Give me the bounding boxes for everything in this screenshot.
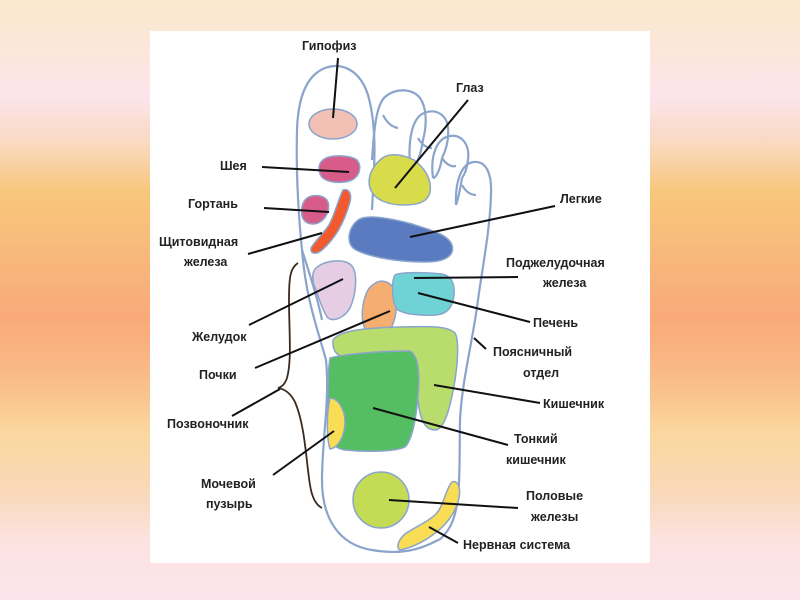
label-bladder-line1: Мочевой bbox=[201, 477, 256, 491]
label-small-intestine-line1: Тонкий bbox=[514, 432, 558, 446]
arch-outline bbox=[300, 249, 324, 321]
label-lungs: Легкие bbox=[560, 192, 602, 206]
fourth-toe-crease bbox=[441, 157, 457, 168]
leader-thyroid bbox=[247, 232, 323, 255]
leader-neck bbox=[261, 166, 350, 173]
label-lumbar-line2: отдел bbox=[523, 366, 559, 380]
zone-eye bbox=[368, 154, 432, 206]
second-toe-crease bbox=[382, 114, 399, 130]
third-toe-crease bbox=[417, 137, 433, 150]
big-toe-outline bbox=[295, 65, 439, 554]
label-stomach: Желудок bbox=[191, 330, 247, 344]
zone-kidneys bbox=[361, 280, 398, 336]
label-nervous-system: Нервная система bbox=[463, 538, 571, 552]
leader-small-intestine bbox=[372, 407, 509, 446]
spine-brace bbox=[277, 262, 323, 509]
zone-nervous-system bbox=[397, 480, 461, 551]
label-lumbar-line1: Поясничный bbox=[493, 345, 572, 359]
label-pituitary: Гипофиз bbox=[302, 39, 356, 53]
leader-stomach bbox=[248, 278, 344, 326]
little-toe-crease bbox=[461, 184, 477, 197]
label-thyroid-line1: Щитовидная bbox=[159, 235, 238, 249]
label-neck: Шея bbox=[220, 159, 247, 173]
label-sex-glands-line2: железы bbox=[530, 510, 578, 524]
label-bladder-line2: пузырь bbox=[206, 497, 253, 511]
leader-sex-glands bbox=[388, 499, 519, 509]
leader-spine bbox=[231, 388, 281, 417]
leader-bladder bbox=[272, 430, 335, 476]
label-kidneys: Почки bbox=[199, 368, 237, 382]
label-thyroid-line2: железа bbox=[183, 255, 228, 269]
zone-lungs bbox=[348, 216, 454, 263]
third-toe-outline bbox=[408, 110, 450, 166]
leader-larynx bbox=[263, 207, 330, 213]
leader-lumbar bbox=[473, 337, 487, 350]
label-intestine: Кишечник bbox=[543, 397, 605, 411]
leader-lines bbox=[231, 57, 556, 544]
label-liver: Печень bbox=[533, 316, 578, 330]
leader-liver bbox=[417, 292, 531, 323]
fourth-toe-outline bbox=[431, 134, 470, 179]
label-pancreas-line2: железа bbox=[542, 276, 587, 290]
leader-nervous-system bbox=[428, 526, 459, 544]
leader-eye bbox=[394, 99, 469, 189]
leader-pituitary bbox=[332, 57, 339, 119]
second-toe-outline bbox=[370, 89, 427, 161]
label-small-intestine-line2: кишечник bbox=[506, 453, 566, 467]
zone-sex-glands bbox=[352, 471, 410, 529]
zone-thyroid bbox=[310, 188, 352, 254]
label-sex-glands-line1: Половые bbox=[526, 489, 583, 503]
leader-pancreas bbox=[413, 276, 519, 279]
labels: Гипофиз Глаз Шея Гортань Щитовидная желе… bbox=[159, 39, 605, 552]
leader-kidneys bbox=[254, 310, 391, 369]
zone-neck bbox=[318, 155, 361, 184]
outer-edge-outline bbox=[437, 160, 493, 542]
organ-zones bbox=[300, 108, 461, 551]
leader-lungs bbox=[409, 205, 556, 238]
zone-bladder bbox=[326, 397, 346, 450]
label-spine: Позвоночник bbox=[167, 417, 249, 431]
label-pancreas-line1: Поджелудочная bbox=[506, 256, 605, 270]
zone-stomach bbox=[311, 260, 357, 321]
label-larynx: Гортань bbox=[188, 197, 238, 211]
leader-intestine bbox=[433, 384, 541, 404]
label-eye: Глаз bbox=[456, 81, 484, 95]
